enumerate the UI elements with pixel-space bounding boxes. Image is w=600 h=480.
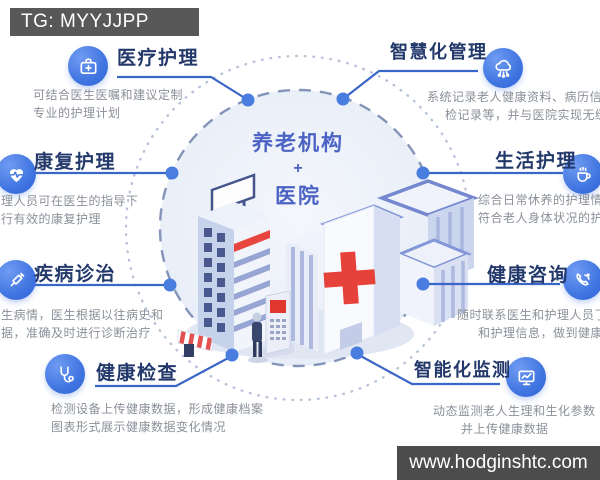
callout-description: 并上传健康数据 [461,422,549,436]
callout-title: 健康咨询 [487,265,570,286]
callout-description: 据，准确及时进行诊断治疗 [1,326,152,340]
red-cross [323,251,376,305]
callout-description: 检记录等，并与医院实现无缝对接 [445,108,600,122]
callout-description: 符合老人身体状况的护理服 [478,211,600,225]
callout-description: 和护理信息，做到健康护理 [478,326,600,340]
callout-title: 疾病诊治 [34,264,117,285]
heart-pulse-icon [0,154,36,194]
striped-awning [177,329,213,357]
phone-consult-icon [563,260,600,300]
callout-title: 智能化监测 [414,360,512,380]
coffee-cup-icon [563,154,600,194]
callout-description: 生病情，医生根据以往病史和 [1,308,164,322]
connector-dots [163,92,430,362]
callout-description: 行有效的康复护理 [1,212,102,226]
callout-description: 动态监测老人生理和生化参数 [433,404,596,418]
kiosk-machine [262,290,294,359]
callout-title: 生活护理 [495,151,578,172]
cloud-network-icon [483,48,523,88]
syringe-icon [0,260,36,300]
stethoscope-icon [45,354,85,394]
callout-description: 综合日常休养的护理情况指 [478,193,600,207]
callout-description: 可结合医生医嘱和建议定制 [33,88,184,102]
callout-title: 康复护理 [34,152,117,173]
hospital-building [286,179,480,355]
person-figure [248,312,268,363]
center-plus: + [293,160,303,177]
callout-title: 健康检查 [96,363,179,384]
watermark-bottom-right: www.hodginshtc.com [397,446,600,480]
callout-description: 专业的护理计划 [33,106,121,120]
callout-description: 检测设备上传健康数据，形成健康档案 [51,402,264,416]
callout-description: 图表形式展示健康数据变化情况 [51,420,227,434]
callout-title: 智慧化管理 [390,42,488,62]
callout-description: 随时联系医生和护理人员了解健 [457,308,600,322]
connector-lines [33,69,563,388]
center-label: 养老机构 + 医院 [223,127,373,210]
monitor-chart-icon [506,357,546,397]
center-line2: 医院 [275,185,321,208]
callout-description: 系统记录老人健康资料、病历信息、体 [427,90,600,104]
callout-title: 医疗护理 [117,48,200,69]
first-aid-kit-icon [68,46,108,86]
watermark-top-left: TG: MYYJJPP [10,8,199,36]
callout-description: 理人员可在医生的指导下 [1,194,139,208]
center-line1: 养老机构 [252,132,344,155]
